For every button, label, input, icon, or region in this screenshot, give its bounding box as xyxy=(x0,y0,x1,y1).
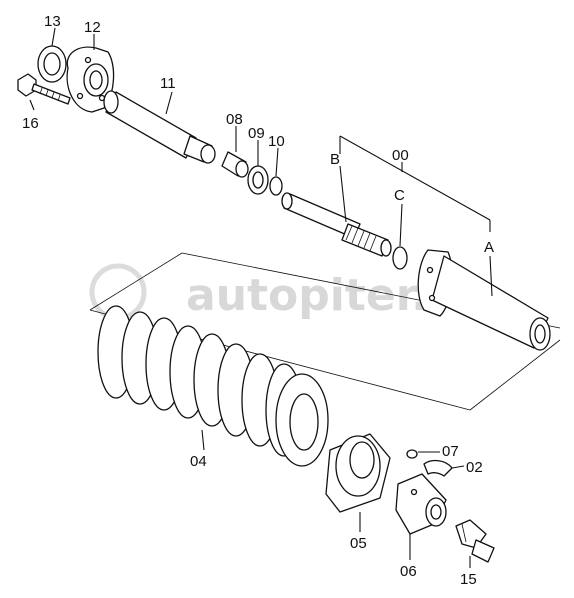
seal-13 xyxy=(37,27,67,83)
callout-00: 00 xyxy=(392,147,409,164)
callout-07: 07 xyxy=(442,443,459,460)
callout-02: 02 xyxy=(466,459,483,476)
cylinder-A xyxy=(417,249,551,351)
rod-B xyxy=(281,165,392,257)
flange-12 xyxy=(66,34,115,113)
callout-04: 04 xyxy=(190,453,207,470)
callout-16: 16 xyxy=(22,115,39,132)
callout-05: 05 xyxy=(350,535,367,552)
callout-06: 06 xyxy=(400,563,417,580)
block-06 xyxy=(395,473,447,560)
tube-11 xyxy=(103,90,216,164)
callout-15: 15 xyxy=(460,571,477,588)
callout-11: 11 xyxy=(160,75,176,92)
callout-C: C xyxy=(394,187,405,204)
oring-C xyxy=(392,203,408,270)
bracket-00 xyxy=(339,135,491,232)
callout-10: 10 xyxy=(268,133,285,150)
guide-05 xyxy=(325,433,391,532)
ring-10 xyxy=(269,147,283,196)
seal-09 xyxy=(247,140,269,195)
shim-02 xyxy=(423,459,465,477)
bushing-08 xyxy=(221,126,249,178)
callout-08: 08 xyxy=(226,111,243,128)
spring-04 xyxy=(97,305,329,467)
callout-09: 09 xyxy=(248,125,265,142)
callout-13: 13 xyxy=(44,13,61,30)
bolt-16 xyxy=(17,73,71,111)
callout-B: B xyxy=(330,151,340,168)
callout-12: 12 xyxy=(84,19,101,36)
fitting-15 xyxy=(455,519,495,568)
plug-07 xyxy=(406,449,440,459)
callout-A: A xyxy=(484,239,494,256)
